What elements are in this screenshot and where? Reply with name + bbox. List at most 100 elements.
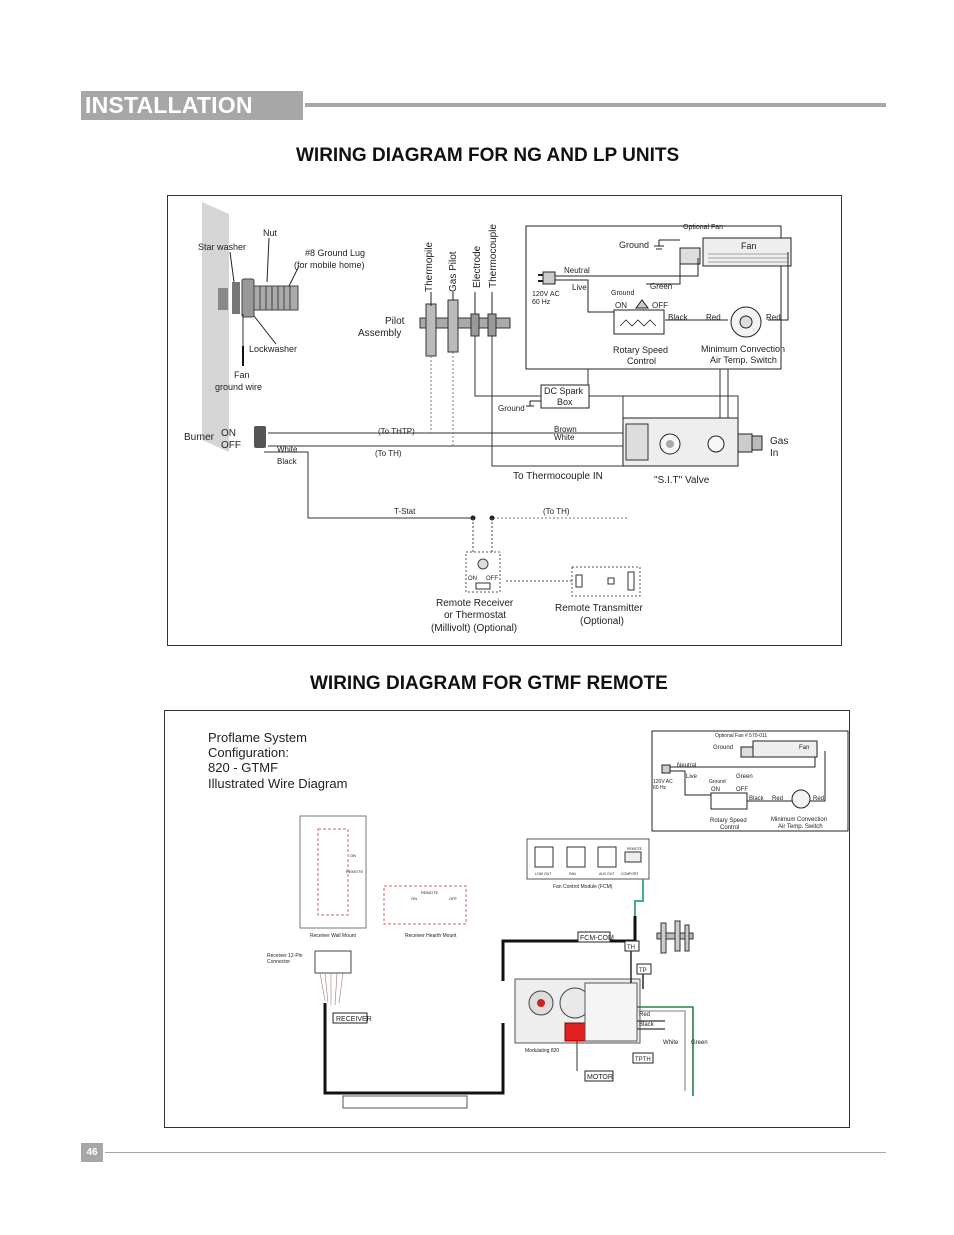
label-receiver-12pin: Receiver 12-Pin [267,953,303,959]
label-ground-small: Ground [611,290,634,297]
label-hearth-off: OFF [449,896,458,901]
label-fcm-com: FCM-COM [580,935,614,942]
label-to-thtp: (To THTP) [378,427,415,436]
wall-panel [202,202,229,452]
header-rule [305,103,886,107]
label-aux-out: AUX OUT [599,872,615,876]
label-fan-motor: Fan [741,241,757,251]
label-red-2a: Red [772,796,783,802]
receiver-connector [314,950,352,974]
label-white-wire: White [663,1040,679,1046]
label-neutral: Neutral [564,266,590,275]
label-fan: Fan [234,370,250,380]
label-nut: Nut [263,228,278,238]
label-assembly: Assembly [358,328,401,339]
label-live: Live [572,283,587,292]
label-configuration: Configuration: [208,745,289,760]
page-number: 46 [81,1143,103,1162]
fan-motor [679,237,792,267]
label-air-temp-switch: Air Temp. Switch [710,355,777,365]
label-hearth-remote: REMOTE [421,890,438,895]
label-ground-lug: #8 Ground Lug [305,248,365,258]
wiring-diagram-ng-lp: Star washer Nut #8 Ground Lug (for mobil… [167,195,842,646]
label-receiver-hearth: Receiver Hearth Mount [405,933,457,939]
diagram1-title: WIRING DIAGRAM FOR NG AND LP UNITS [296,145,680,166]
label-120v: 120V AC [532,291,560,298]
section-header-tab: INSTALLATION [81,91,303,120]
label-black-wire-2: Black [639,1022,655,1028]
label-ground-small-2: Ground [709,779,726,785]
receiver-plug-strip [342,1095,468,1109]
label-burner-on: ON [221,428,236,439]
label-remote-sw: REMOTE [627,847,643,851]
label-wall-remote: REMOTE [346,869,363,874]
label-min-convection: Minimum Convection [701,344,785,354]
label-120v-2: 120V AC [653,779,673,785]
label-red-2b: Red [813,796,824,802]
label-air-temp-2: Air Temp. Switch [778,824,823,830]
optional-fan-box-2 [651,730,849,832]
label-lockwasher: Lockwasher [249,344,297,354]
label-millivolt: (Millivolt) (Optional) [431,623,517,634]
label-pilot: Pilot [385,316,405,327]
label-fan-out: FAN [569,872,576,876]
motor-tag [584,1070,614,1082]
label-60hz: 60 Hz [532,299,551,306]
pilot-assembly [419,292,511,357]
label-gas: Gas [770,436,788,447]
label-red: Red [706,313,721,322]
diagram2-svg: Proflame System Configuration: 820 - GTM… [208,730,849,1109]
label-control: Control [627,356,656,366]
label-off-2: OFF [736,787,748,793]
footer-rule [105,1152,886,1153]
label-connector: Connector [267,959,290,965]
burner-switch[interactable] [254,426,266,448]
diagram1-svg: Star washer Nut #8 Ground Lug (for mobil… [184,202,792,634]
pilot-assembly-2 [656,920,694,954]
label-rotary-2: Rotary Speed [710,818,747,824]
label-or-thermostat: or Thermostat [444,610,506,621]
fcm-com-tag [577,931,611,943]
label-min-conv-2: Minimum Convection [771,817,827,823]
rotary-speed-control [613,309,665,335]
ground-lug-assembly [218,278,299,366]
label-sit-valve: "S.I.T" Valve [654,475,710,486]
receiver-cable [323,1003,505,1095]
sit-valve [622,417,763,467]
label-to-th: (To TH) [375,449,402,458]
label-red-wire: Red [639,1012,650,1018]
label-electrode: Electrode [472,245,483,288]
receiver-tag [332,1012,368,1024]
spark-ground-symbol [526,400,541,407]
knob-icon [635,299,649,309]
label-th: TH [627,945,635,951]
red-motor [564,1022,588,1042]
section-title: INSTALLATION [85,92,253,118]
thermopile-wiring [430,352,628,519]
label-ground-spark: Ground [498,404,525,413]
label-remote-on: ON [468,576,477,582]
label-ground-2: Ground [713,745,733,751]
label-control-2: Control [720,825,739,831]
label-green-2: Green [736,774,753,780]
label-in: In [770,448,778,459]
label-optional-fan-2: Optional Fan # 570-011 [715,733,767,739]
receiver-hearth-mount [383,885,467,925]
label-tp: TP [639,968,647,974]
label-ground-lug-2: (for mobile home) [294,260,365,270]
label-thermopile: Thermopile [424,242,435,292]
label-green: Green [650,282,672,291]
tpth-tag [632,1052,654,1064]
label-on-2: ON [711,787,720,793]
label-black: Black [668,313,689,322]
label-hearth-on: ON [411,896,417,901]
label-tpth: TPTH [635,1057,651,1063]
label-fcm: Fan Control Module (FCM) [553,884,613,890]
label-receiver-wall: Receiver Wall Mount [310,933,357,939]
label-to-th-2: (To TH) [543,507,570,516]
receiver-wall-mount [299,815,367,929]
label-black-wire: Black [277,457,298,466]
label-off: OFF [652,301,668,310]
remote-transmitter [571,566,641,597]
label-low-out: LOW OUT [535,872,552,876]
